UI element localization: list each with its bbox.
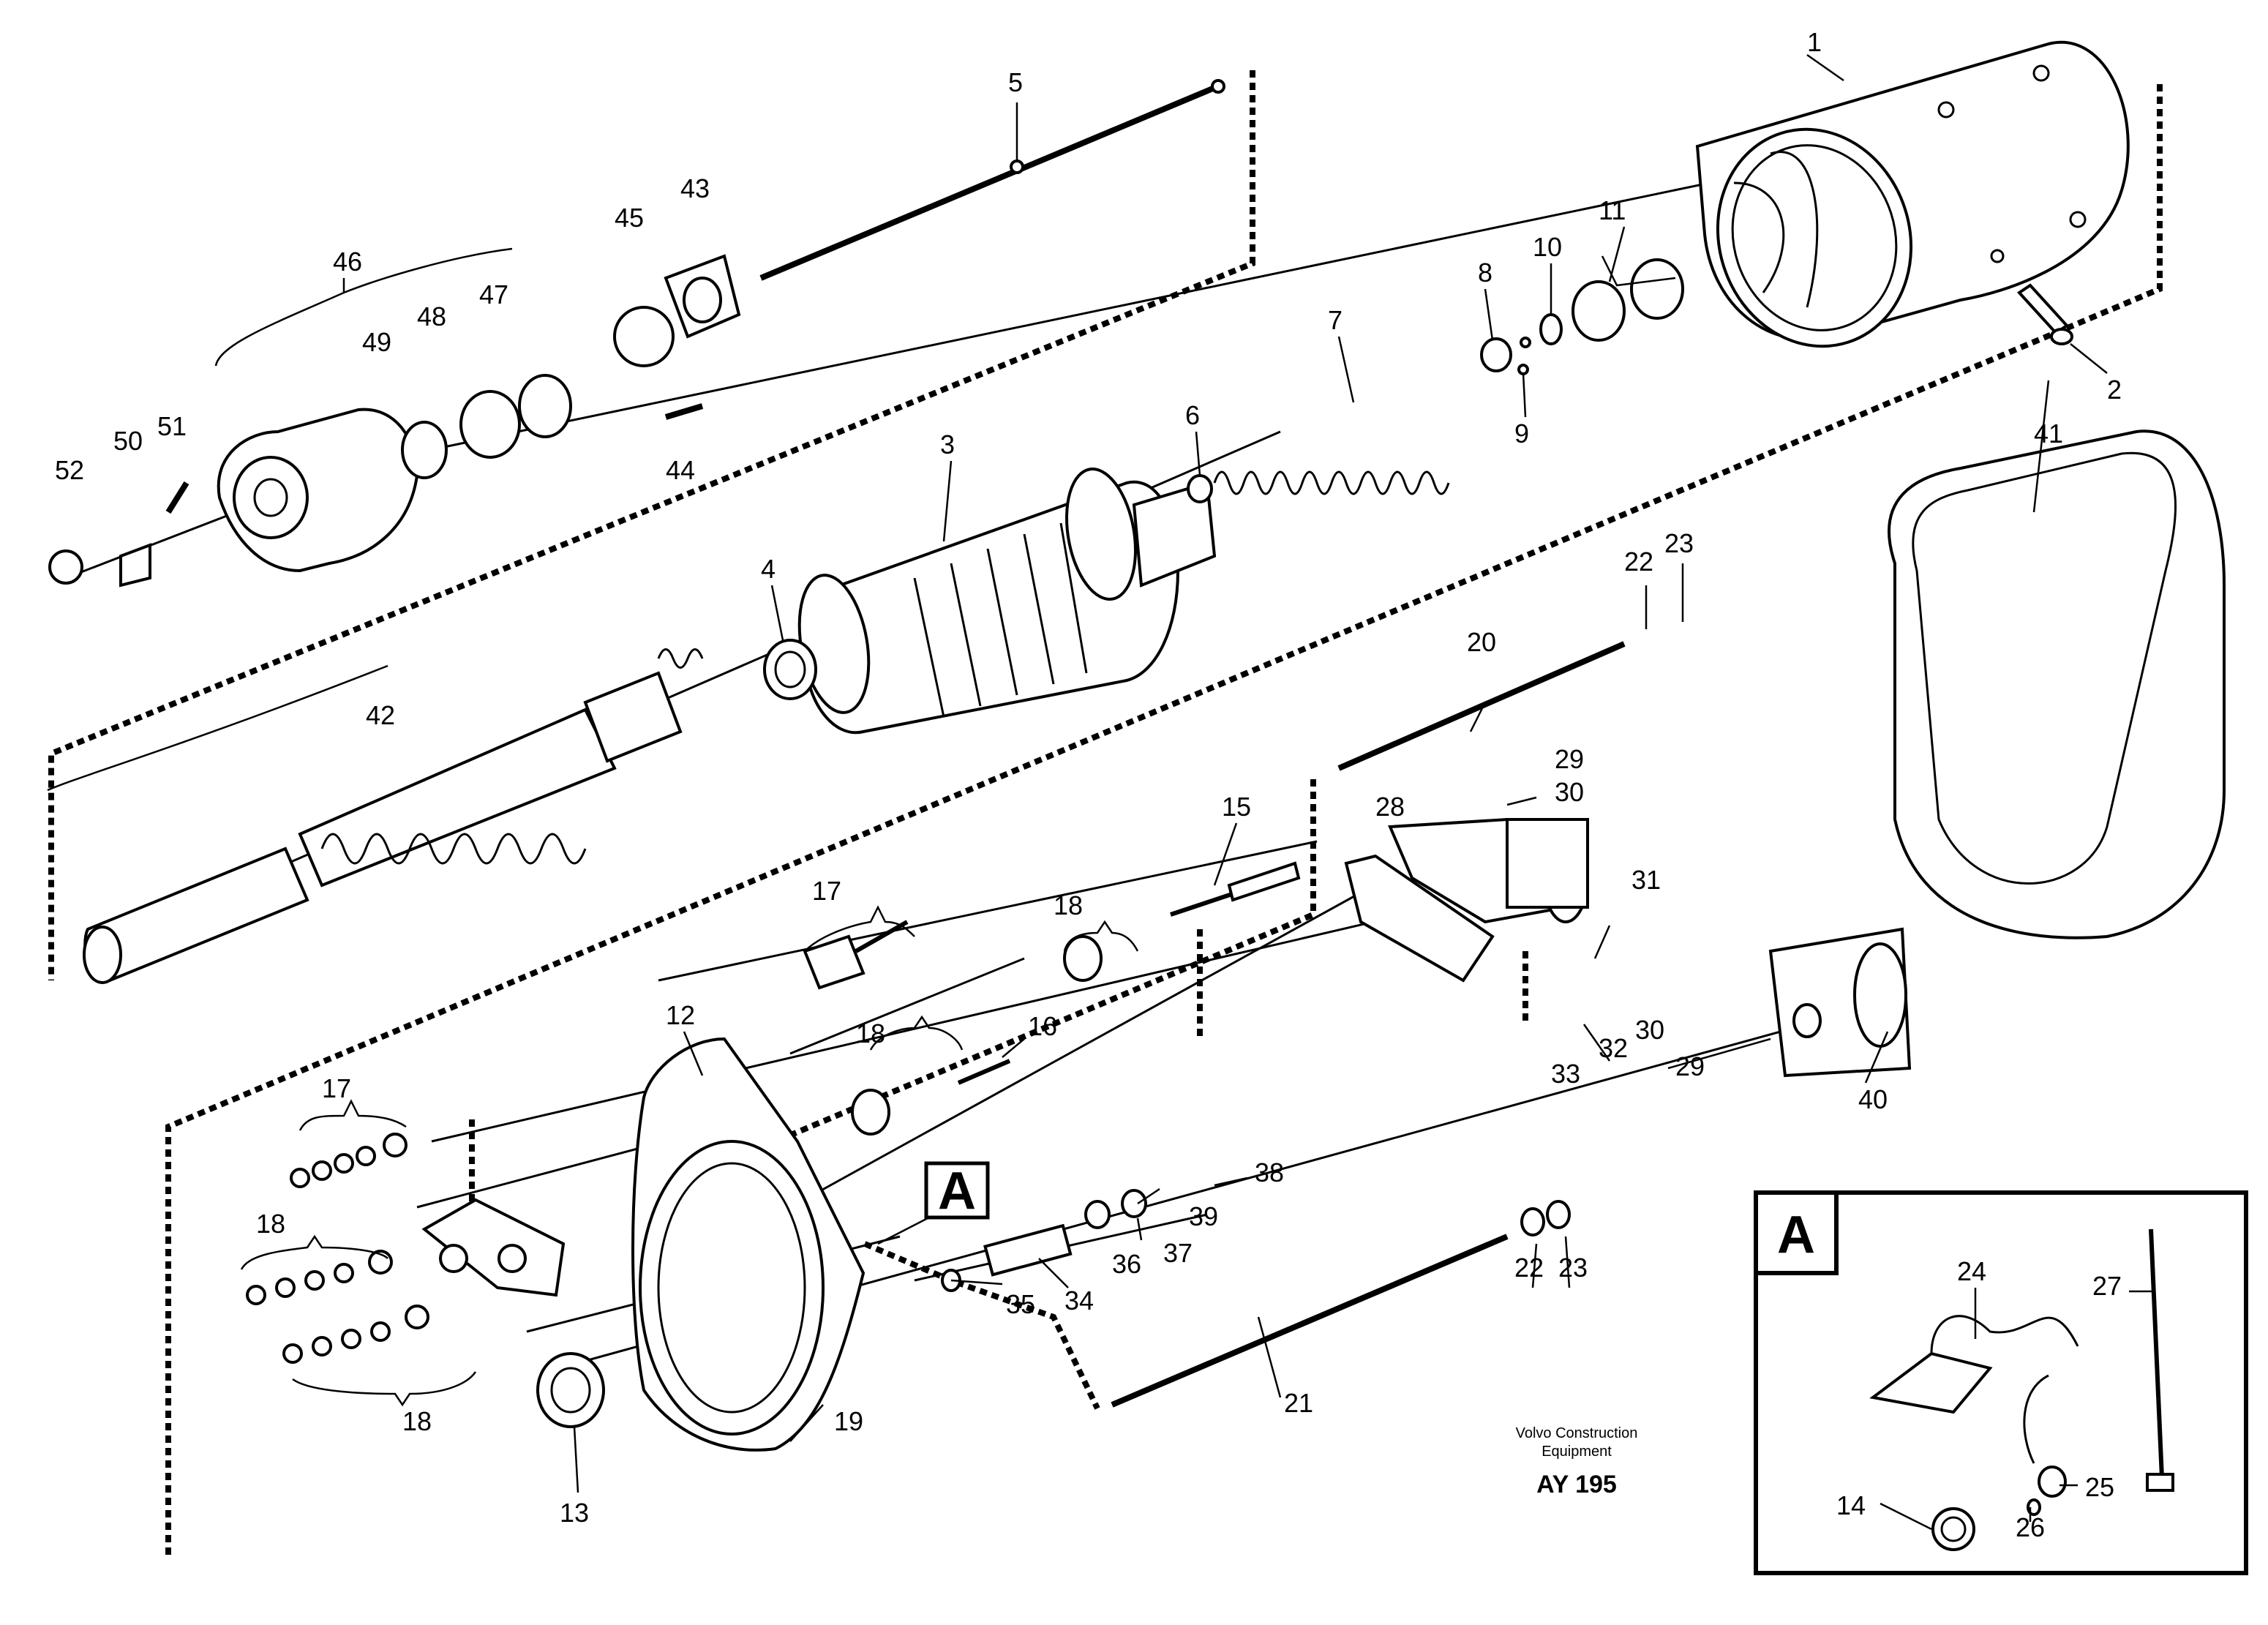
spring-parts [1187,258,1684,503]
through-bolt-20 [1337,641,1626,771]
callout-23a: 23 [1664,528,1694,558]
callout-30b: 30 [1635,1015,1664,1045]
callout-46: 46 [333,247,362,277]
screw-25 [2038,1465,2067,1498]
callout-29a: 29 [1555,744,1584,774]
callout-45: 45 [615,203,644,233]
assembly-axes [65,123,1991,1362]
callout-8: 8 [1478,258,1492,288]
leader-lines [573,53,2155,1531]
inset-label: A [1777,1206,1815,1264]
drive-end-bracket [217,408,419,573]
company-line-2: Equipment [1542,1444,1612,1460]
callout-36: 36 [1112,1249,1141,1279]
solenoid-28 [1344,817,1589,983]
callout-18d: 18 [402,1406,432,1436]
drive-assembly [83,648,704,984]
callout-15: 15 [1222,792,1251,822]
callout-22b: 22 [1514,1253,1544,1283]
callout-25: 25 [2085,1472,2114,1502]
callout-13: 13 [560,1498,589,1528]
callout-19: 19 [834,1406,863,1436]
callout-17a: 17 [812,876,841,906]
callout-52: 52 [55,455,84,485]
callout-32: 32 [1599,1033,1628,1063]
callout-4: 4 [761,554,776,584]
bracket-marks [47,247,1676,1407]
detail-reference-label: A [938,1162,976,1220]
callout-3: 3 [940,429,955,459]
callout-38: 38 [1255,1157,1284,1187]
inset-detail-panel: A [1754,1190,2248,1575]
drawing-code: AY 195 [1536,1471,1617,1498]
callout-2: 2 [2107,375,2122,405]
callout-12: 12 [666,1000,695,1030]
brush-24 [1869,1351,1993,1414]
yoke-housing [1695,40,2130,348]
drawing-footer: Volvo Construction Equipment AY 195 [1516,1425,1638,1498]
bearing-parts [48,254,741,588]
callout-11: 11 [1599,195,1626,225]
callout-14: 14 [1836,1490,1866,1520]
callout-26: 26 [2016,1512,2045,1542]
callout-18b: 18 [856,1018,885,1048]
brush-holder-parts [803,861,1301,1085]
callout-30a: 30 [1555,777,1584,807]
callout-47: 47 [479,279,508,309]
brush-plate [631,1037,865,1452]
callout-22a: 22 [1624,547,1653,577]
callout-49: 49 [362,327,391,357]
callout-28: 28 [1375,792,1405,822]
callout-16: 16 [1028,1011,1057,1041]
callout-31: 31 [1631,865,1661,895]
callout-6: 6 [1185,400,1200,430]
terminal-parts [246,935,1571,1364]
callout-51: 51 [157,411,187,441]
callout-40: 40 [1858,1084,1888,1114]
callout-17b: 17 [322,1073,351,1103]
callout-35: 35 [1006,1289,1035,1319]
callout-5: 5 [1008,67,1023,97]
bushing-13 [536,1352,605,1428]
callout-41: 41 [2034,419,2063,449]
callout-48: 48 [417,301,446,331]
callout-39: 39 [1189,1201,1218,1231]
callout-44: 44 [666,455,695,485]
armature [797,468,1217,735]
through-bolt-21 [1111,1234,1509,1408]
callout-18c: 18 [256,1209,285,1239]
cover-band [1888,429,2226,939]
callout-23b: 23 [1558,1253,1588,1283]
company-line-1: Volvo Construction [1516,1425,1638,1441]
callout-27: 27 [2092,1271,2122,1301]
through-bolt-5 [759,79,1225,281]
callout-21: 21 [1284,1388,1313,1418]
bushing [763,639,817,700]
callout-9: 9 [1514,419,1529,449]
callout-24: 24 [1957,1256,1986,1286]
callout-7: 7 [1328,305,1343,335]
callout-42: 42 [366,700,395,730]
callout-34: 34 [1064,1286,1094,1316]
cable-27 [2149,1228,2164,1479]
callout-29b: 29 [1675,1051,1705,1081]
callout-18a: 18 [1054,890,1083,920]
callout-50: 50 [113,426,143,456]
callout-1: 1 [1807,27,1822,57]
dashed-assembly-frame [48,70,2163,1558]
detail-reference-box: A [877,1161,990,1245]
solenoid-40 [1768,927,1912,1078]
callout-20: 20 [1467,627,1496,657]
spring-14 [1931,1507,1975,1551]
callout-37: 37 [1163,1238,1193,1268]
callout-43: 43 [680,173,710,203]
callouts: 1 2 3 4 5 6 7 8 9 10 11 12 13 14 15 16 1… [55,27,2122,1542]
callout-33: 33 [1551,1059,1580,1089]
callout-10: 10 [1533,232,1562,262]
pole-screw [2016,283,2073,345]
